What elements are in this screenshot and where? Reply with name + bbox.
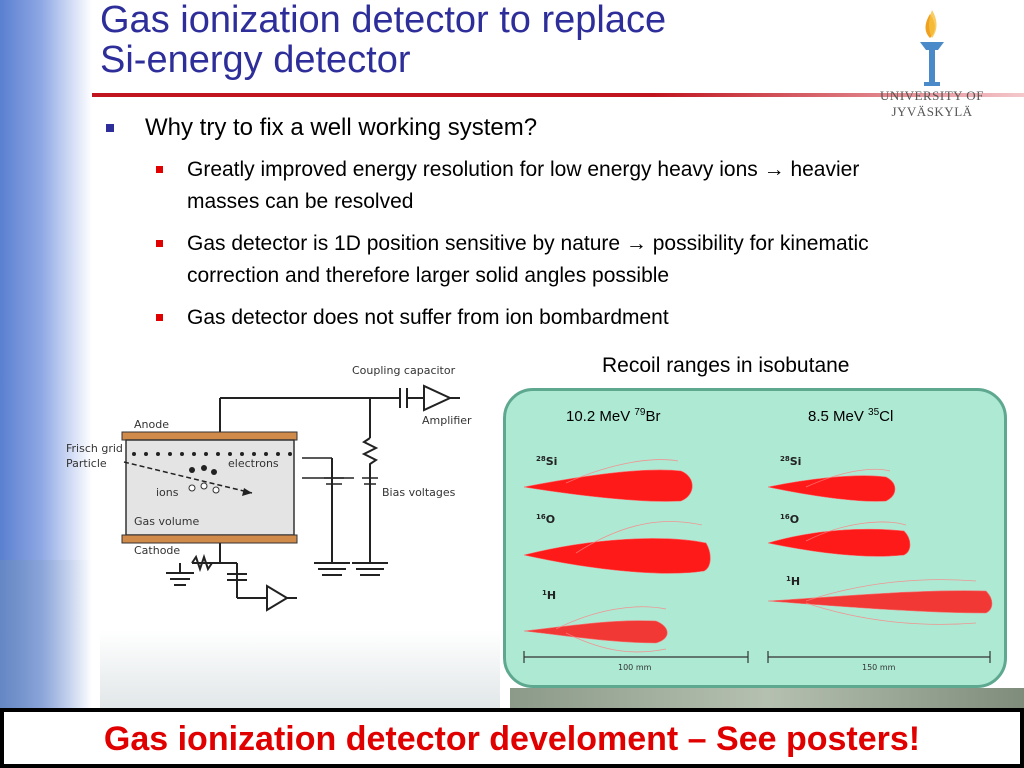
sub-bullet-1-text: Greatly improved energy resolution for l…: [187, 158, 860, 213]
sub-bullet-marker: [156, 314, 163, 321]
bullet-main-text: Why try to fix a well working system?: [145, 114, 538, 141]
recoil-left-heading: 10.2 MeV 79Br: [566, 407, 661, 425]
right-si-label: 28Si: [780, 455, 801, 468]
bias-voltages-label: Bias voltages: [382, 486, 456, 499]
sub-bullet-2-text: Gas detector is 1D position sensitive by…: [187, 232, 869, 287]
university-name: UNIVERSITY OF JYVÄSKYLÄ: [880, 88, 984, 119]
sub-bullet-marker: [156, 166, 163, 173]
left-h-label: 1H: [542, 589, 556, 602]
right-h-label: 1H: [786, 575, 800, 588]
ions-label: ions: [156, 486, 179, 499]
cathode-label: Cathode: [134, 544, 180, 557]
sub-bullet-1: Greatly improved energy resolution for l…: [100, 154, 920, 218]
recoil-ranges-panel: 10.2 MeV 79Br 8.5 MeV 35Cl 28Si 16O 1H 2…: [503, 388, 1007, 688]
track-left-h: [523, 620, 668, 644]
background-photo-ground: [100, 630, 500, 708]
anode-label: Anode: [134, 418, 169, 431]
detector-circuit-diagram: Coupling capacitor Amplifier Anode Frisc…: [66, 364, 472, 612]
sub-bullet-3: Gas detector does not suffer from ion bo…: [100, 302, 920, 334]
left-si-label: 28Si: [536, 455, 557, 468]
track-right-h: [767, 590, 993, 614]
track-left-si: [523, 469, 693, 502]
title-divider: [92, 93, 1024, 97]
slide-title: Gas ionization detector to replace Si-en…: [100, 0, 800, 80]
frisch-grid-label: Frisch grid: [66, 442, 123, 455]
sub-bullet-marker: [156, 240, 163, 247]
coupling-capacitor-label: Coupling capacitor: [352, 364, 456, 377]
sub-bullet-3-text: Gas detector does not suffer from ion bo…: [187, 306, 669, 329]
bottom-banner: Gas ionization detector develoment – See…: [0, 708, 1024, 768]
particle-label: Particle: [66, 457, 107, 470]
electrons-label: electrons: [228, 457, 279, 470]
gas-volume-label: Gas volume: [134, 515, 199, 528]
university-logo: UNIVERSITY OF JYVÄSKYLÄ: [840, 6, 1024, 119]
left-scale-label: 100 mm: [618, 663, 652, 672]
title-line-2: Si-energy detector: [100, 39, 411, 81]
right-scale-label: 150 mm: [862, 663, 896, 672]
bullet-marker: [106, 124, 114, 132]
torch-icon: [920, 10, 944, 86]
track-left-o: [523, 538, 711, 574]
bullet-list: Why try to fix a well working system? Gr…: [100, 112, 920, 334]
banner-text: Gas ionization detector develoment – See…: [103, 720, 921, 758]
background-photo-buildings: [510, 688, 1024, 708]
recoil-right-heading: 8.5 MeV 35Cl: [808, 407, 893, 425]
left-decor-photo: [0, 560, 92, 720]
bullet-main: Why try to fix a well working system?: [100, 112, 920, 144]
right-o-label: 16O: [780, 513, 799, 526]
recoil-caption: Recoil ranges in isobutane: [602, 354, 850, 377]
title-line-1: Gas ionization detector to replace: [100, 0, 667, 41]
left-decor-band: [0, 0, 92, 768]
track-right-si: [767, 475, 896, 502]
recoil-tracks-graphic: 10.2 MeV 79Br 8.5 MeV 35Cl 28Si 16O 1H 2…: [523, 407, 993, 672]
sub-bullet-2: Gas detector is 1D position sensitive by…: [100, 228, 920, 292]
track-right-o: [767, 528, 911, 557]
left-o-label: 16O: [536, 513, 555, 526]
amplifier-label: Amplifier: [422, 414, 472, 427]
